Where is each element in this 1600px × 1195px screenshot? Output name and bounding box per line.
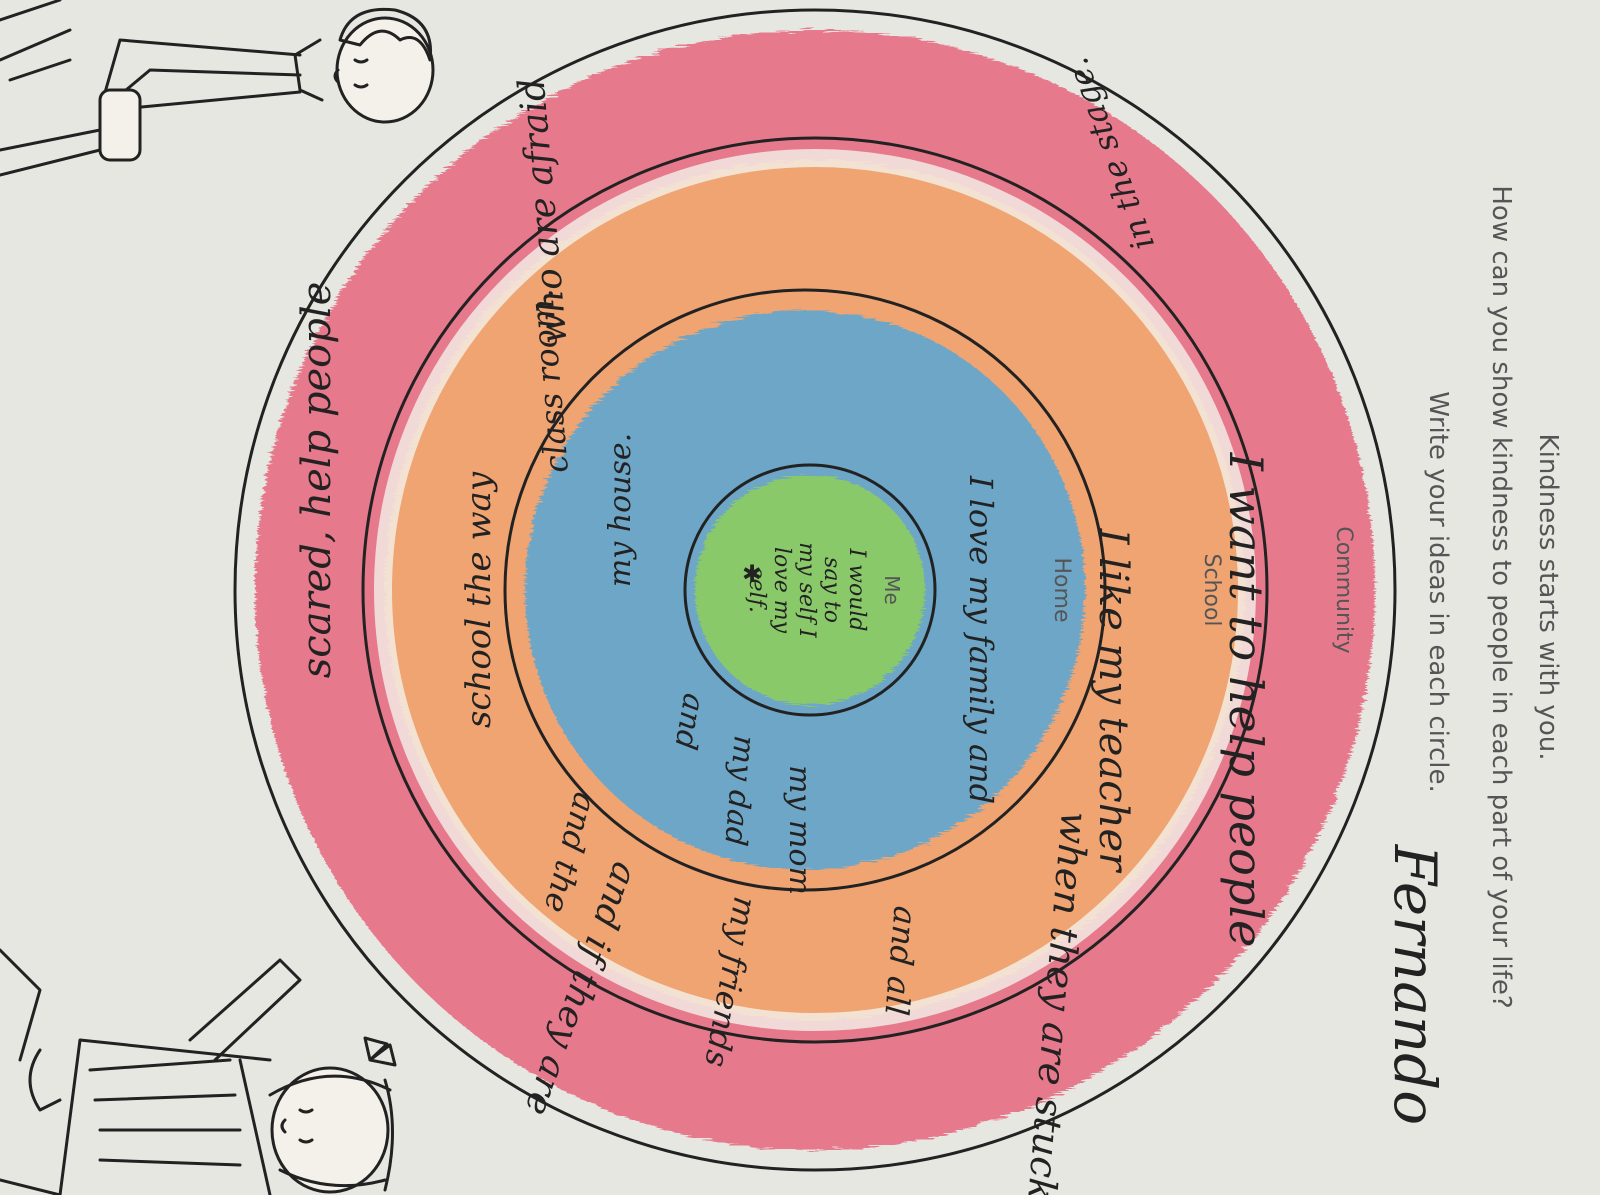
worksheet-question: How can you show kindness to people in e… [1486, 185, 1516, 1008]
school-writing-1: I like my teacher [1090, 528, 1136, 874]
boy-eyes [353, 58, 369, 89]
home-writing-1: I love my family and [962, 475, 1000, 804]
girl-shirt-stripes [88, 1058, 242, 1167]
girl-hair [268, 1074, 394, 1192]
boy-smile [333, 68, 340, 84]
home-writing-2: my mom [782, 765, 817, 895]
girl-head [270, 1066, 390, 1194]
scooter-handlebar [98, 88, 142, 162]
girl-arm [188, 958, 302, 1062]
me-circle-fill [695, 475, 925, 705]
student-name: Fernando [1381, 844, 1449, 1125]
worksheet-instruction: Write your ideas in each circle. [1423, 391, 1453, 792]
girl-bow [363, 1036, 397, 1067]
boy-arm [118, 68, 302, 97]
me-circle-border [683, 463, 937, 717]
girl-hand [28, 1048, 62, 1112]
scooter-stem [0, 128, 102, 177]
school-writing-5: school the way [459, 471, 499, 728]
boy-hair [338, 7, 433, 62]
me-writing-2: say to [819, 557, 844, 623]
worksheet-heading: Kindness starts with you. [1533, 434, 1563, 761]
girl-leg [0, 948, 62, 1195]
school-label: School [1199, 553, 1224, 626]
me-label: Me [880, 575, 904, 605]
home-writing-5: my house. [603, 433, 638, 587]
boy-collar [293, 38, 324, 102]
me-writing-1: I would [844, 547, 869, 631]
kindness-circles [233, 8, 1397, 1172]
community-writing-4: scared, help people [294, 282, 340, 679]
school-inner-white [374, 149, 1256, 1031]
boy-head [335, 16, 435, 124]
me-writing-4: love my [769, 547, 794, 634]
community-ring-border [233, 8, 1397, 1172]
girl-shirt [58, 1038, 272, 1195]
school-ring-border [361, 136, 1269, 1044]
community-label: Community [1331, 526, 1356, 653]
boy-shirt-stripes [0, 0, 72, 82]
me-writing-3: my self I [794, 542, 819, 639]
star-doodle-icon: ✱ [742, 560, 762, 588]
girl-with-bow-illustration [0, 948, 397, 1195]
home-ring-border [503, 288, 1107, 892]
girl-eyes [298, 1108, 314, 1144]
home-label: Home [1049, 558, 1074, 623]
boy-on-scooter-illustration [0, 0, 435, 177]
me-writing-5: self. [744, 567, 769, 613]
girl-smile [280, 1118, 287, 1134]
community-writing-1: I want to help people [1219, 452, 1273, 948]
